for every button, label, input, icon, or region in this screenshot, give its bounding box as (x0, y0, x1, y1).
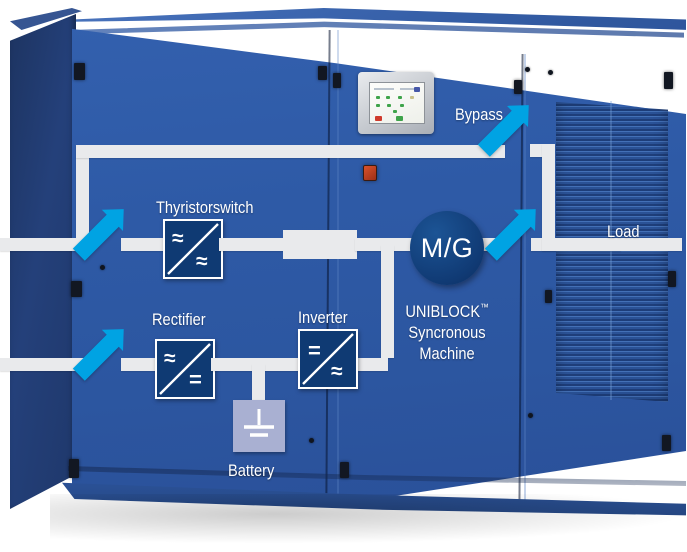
wire-thyristor-out (219, 238, 285, 251)
contactor-block (283, 230, 357, 259)
hmi-screen-line (374, 88, 394, 90)
hmi-status-dot (387, 104, 391, 107)
dc-symbol-top: = (308, 338, 321, 363)
hmi-screen-line (400, 88, 418, 90)
door-hinge (69, 459, 79, 478)
door-hinge (664, 72, 673, 89)
converter-diagonal-icon (159, 343, 211, 395)
trademark-symbol: ™ (480, 302, 489, 314)
wire-battery-tap (252, 364, 265, 408)
door-hinge (340, 462, 349, 478)
panel-screw (528, 413, 533, 418)
wire-bypass-horizontal (76, 145, 505, 158)
hmi-status-dot (386, 96, 390, 99)
wire-bypass-riser (76, 145, 89, 250)
thyristorswitch-block: ≈ ≈ (163, 219, 223, 279)
motor-generator-label: M/G (420, 232, 474, 263)
hmi-status-dot (376, 104, 380, 107)
door-hinge (74, 63, 85, 80)
label-thyristorswitch: Thyristorswitch (156, 198, 254, 217)
wire-mains-input-left (0, 238, 86, 251)
machine-caption-brand: UNIBLOCK (405, 302, 481, 321)
battery-block (233, 400, 285, 452)
flow-arrow-load-output (484, 213, 533, 261)
panel-screw (548, 70, 553, 75)
indicator-lamp (363, 165, 377, 181)
machine-caption-line-1: UNIBLOCK™ (405, 302, 488, 322)
hmi-status-dot (393, 110, 397, 113)
wire-mains-to-thyristor (121, 238, 164, 251)
label-rectifier: Rectifier (152, 310, 206, 329)
motor-generator-circle: M/G (410, 211, 484, 285)
ac-symbol-top: ≈ (172, 227, 184, 250)
wire-rectifier-input-left (0, 358, 86, 371)
hmi-status-dot (376, 96, 380, 99)
hmi-panel-screen[interactable] (369, 82, 425, 124)
machine-caption-line-2: Syncronous (408, 323, 486, 342)
cabinet-left-side-panel (10, 14, 76, 509)
hmi-ok-dot (396, 116, 403, 121)
hmi-status-dot (410, 96, 414, 99)
machine-caption-line-3: Machine (419, 344, 475, 363)
rectifier-block: ≈ = (155, 339, 215, 399)
hmi-alarm-dot (375, 116, 382, 121)
wire-bus-to-machine (355, 238, 415, 251)
wire-load-to-edge (542, 238, 682, 251)
door-hinge (545, 290, 552, 303)
door-hinge (333, 73, 341, 88)
door-hinge (668, 271, 676, 287)
hmi-status-dot (400, 104, 404, 107)
ventilation-louver-grille (556, 102, 668, 402)
ac-symbol-bottom: ≈ (196, 250, 208, 273)
flow-arrow-rectifier-input (72, 333, 121, 381)
wire-bypass-downriser (542, 144, 555, 249)
panel-screw (525, 67, 530, 72)
hmi-status-dot (398, 96, 402, 99)
floor-shadow (50, 494, 687, 544)
panel-screw (309, 438, 314, 443)
battery-cell-icon (244, 409, 274, 437)
door-hinge (318, 66, 327, 80)
converter-diagonal-icon (167, 223, 219, 275)
label-load: Load (607, 222, 640, 241)
label-inverter: Inverter (298, 308, 348, 327)
dc-symbol-bottom: = (189, 367, 202, 392)
label-bypass: Bypass (455, 105, 503, 124)
door-hinge (662, 435, 671, 451)
door-hinge (514, 80, 522, 94)
converter-diagonal-icon (302, 333, 354, 385)
inverter-block: = ≈ (298, 329, 358, 389)
door-seam-left-highlight (337, 30, 339, 500)
hmi-logo-dot (414, 87, 420, 92)
wire-dc-link-riser (381, 245, 394, 358)
ac-symbol-top: ≈ (164, 347, 176, 370)
wire-to-rectifier (121, 358, 156, 371)
ac-symbol-bottom: ≈ (331, 360, 343, 383)
door-seam-right-highlight (524, 54, 526, 502)
label-battery: Battery (228, 461, 275, 480)
panel-screw (100, 265, 105, 270)
door-hinge (71, 281, 82, 297)
